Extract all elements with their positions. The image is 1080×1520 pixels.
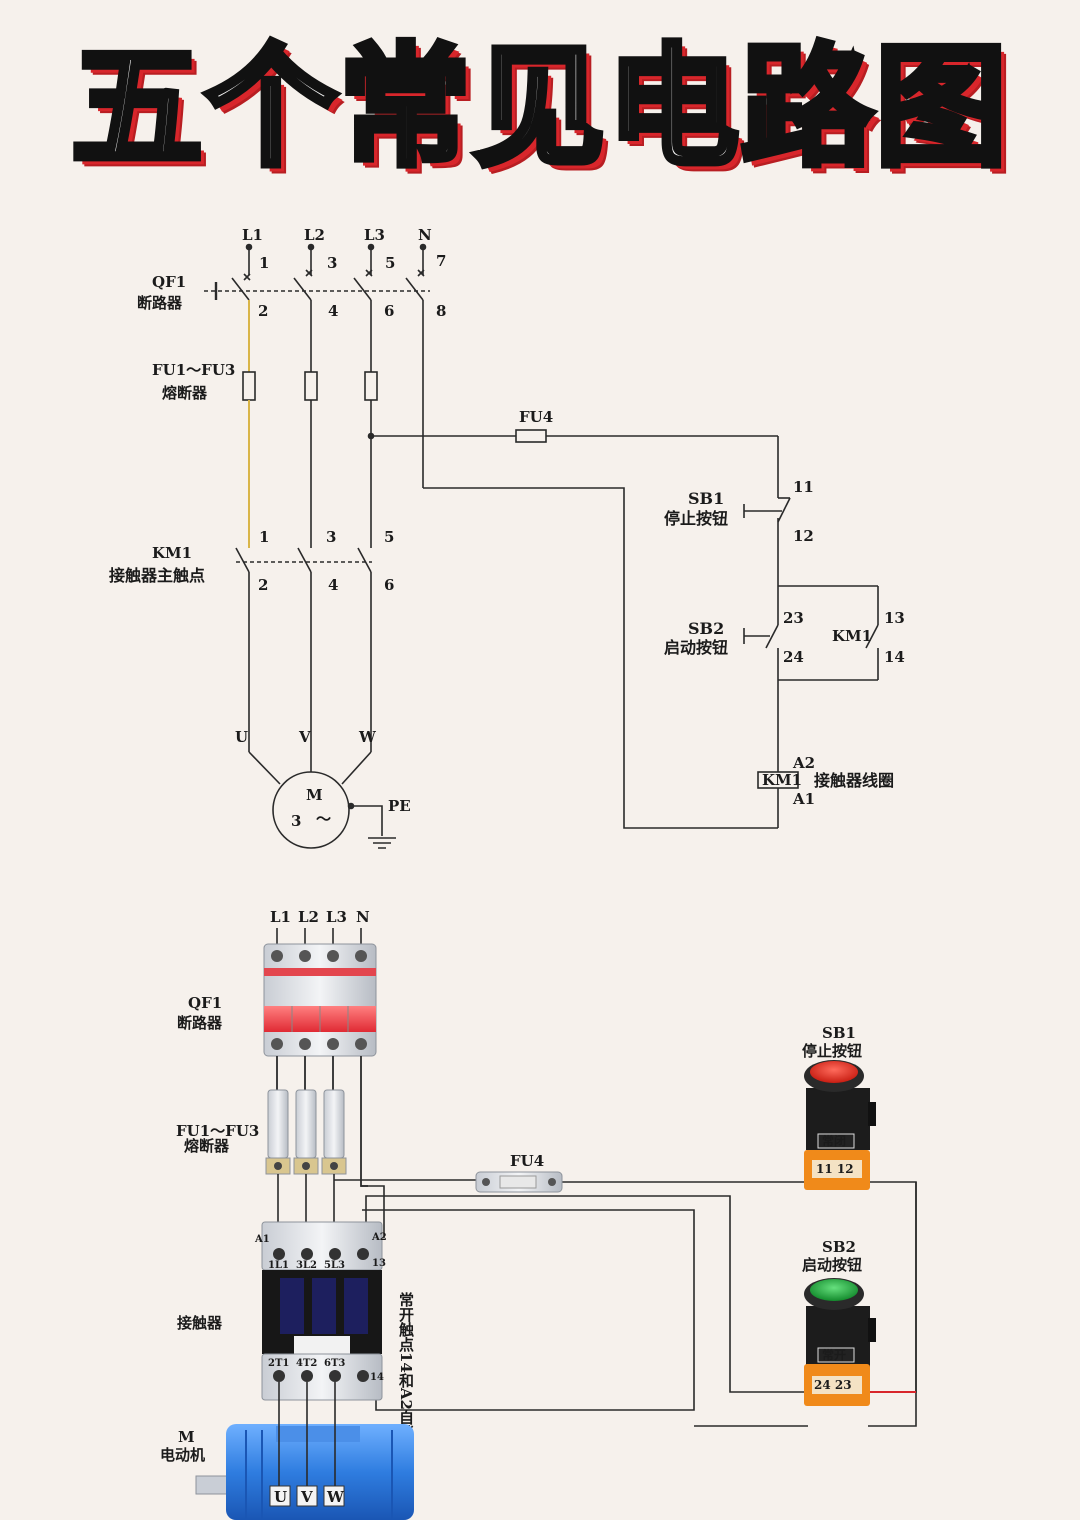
sb2-code: SB2	[688, 619, 724, 638]
coil-a1: A1	[792, 790, 815, 808]
contactor-a1: A1	[254, 1234, 270, 1245]
motor-v: V	[298, 728, 311, 746]
contactor-6t3: 6T3	[324, 1358, 345, 1369]
fuse-fu2	[304, 371, 318, 401]
ground-icon	[368, 837, 396, 849]
sb1-terminals: 11 12	[816, 1162, 854, 1176]
km1-name: 接触器主触点	[109, 566, 205, 585]
sb1-badge: 常闭	[822, 1133, 846, 1148]
fuse-holders	[265, 1089, 347, 1175]
wiring-breaker-code: QF1	[188, 994, 222, 1012]
km1-aux-code: KM1	[832, 627, 872, 645]
wiring-fu4-label: FU4	[510, 1152, 544, 1170]
motor-ac: ～	[316, 810, 331, 828]
motor-symbol	[272, 771, 350, 849]
motor-phase: 3	[291, 812, 301, 830]
fu4-label: FU4	[519, 408, 553, 426]
km1-in-5: 5	[384, 528, 394, 546]
wiring-fuses-name: 熔断器	[184, 1137, 230, 1155]
fuse-fu4	[515, 429, 547, 443]
start-button-device	[804, 1278, 876, 1406]
sb2-terminals: 24 23	[814, 1378, 852, 1392]
km1-aux-t14: 14	[884, 648, 905, 666]
wiring-sb2-name: 启动按钮	[802, 1256, 862, 1274]
km1-aux-t13: 13	[884, 609, 905, 627]
label-l2: L2	[304, 226, 325, 244]
breaker-device	[263, 943, 377, 1057]
contactor-13: 13	[372, 1258, 386, 1269]
wiring-motor-u: U	[274, 1488, 287, 1506]
terminal-8: 8	[436, 302, 446, 320]
wiring-label-n: N	[356, 908, 370, 926]
sb2-t23: 23	[783, 609, 804, 627]
sb1-code: SB1	[688, 489, 724, 508]
wiring-label-l1: L1	[270, 908, 291, 926]
wiring-label-l2: L2	[298, 908, 319, 926]
km1-in-3: 3	[326, 528, 336, 546]
motor-pe: PE	[388, 797, 411, 815]
sb1-t11: 11	[793, 478, 814, 496]
km1-out-2: 2	[258, 576, 268, 594]
motor-w: W	[358, 728, 377, 746]
coil-code: KM1	[762, 771, 802, 789]
wiring-sb1-code: SB1	[822, 1024, 856, 1042]
wiring-diagram: L1 L2 L3 N QF1 断路器	[160, 908, 917, 1520]
fuses-name: 熔断器	[162, 384, 208, 402]
wiring-sb2-code: SB2	[822, 1238, 856, 1256]
coil-a2: A2	[792, 754, 815, 772]
km1-out-6: 6	[384, 576, 394, 594]
fuses-code: FU1～FU3	[152, 361, 235, 379]
wiring-motor-v: V	[300, 1488, 313, 1506]
breaker-code: QF1	[152, 273, 186, 291]
contactor-device	[261, 1221, 383, 1401]
sb2-name: 启动按钮	[664, 638, 728, 657]
sb1-name: 停止按钮	[664, 509, 728, 528]
label-n: N	[418, 226, 432, 244]
wiring-fuses-code: FU1～FU3	[176, 1122, 259, 1140]
terminal-4: 4	[328, 302, 338, 320]
km1-in-1: 1	[259, 528, 269, 546]
sb2-badge: 常开	[822, 1347, 846, 1362]
fuse-fu4-device	[475, 1171, 563, 1193]
contactor-14: 14	[370, 1372, 384, 1383]
fuse-fu1	[242, 371, 256, 401]
breaker-switches	[231, 269, 425, 301]
wiring-motor-w: W	[326, 1488, 345, 1506]
contactor-4t2: 4T2	[296, 1358, 317, 1369]
terminal-7: 7	[436, 252, 446, 270]
km1-out-4: 4	[328, 576, 338, 594]
contactor-2t1: 2T1	[268, 1358, 289, 1369]
contactor-1l1: 1L1	[268, 1260, 289, 1271]
wiring-contactor-name: 接触器	[177, 1314, 223, 1332]
contactor-5l3: 5L3	[324, 1260, 345, 1271]
breaker-name: 断路器	[137, 294, 183, 312]
stop-button-device	[804, 1060, 876, 1190]
wiring-label-l3: L3	[326, 908, 347, 926]
page-title: 五个常见电路图	[68, 28, 1010, 188]
fuse-fu3	[364, 371, 378, 401]
terminal-2: 2	[258, 302, 268, 320]
wiring-motor-code: M	[178, 1428, 195, 1446]
terminal-6: 6	[384, 302, 394, 320]
sb2-t24: 24	[783, 648, 804, 666]
self-lock-note: 常开触点14和A2自锁	[397, 1291, 415, 1441]
motor-u: U	[235, 728, 248, 746]
wiring-breaker-name: 断路器	[177, 1014, 223, 1032]
sb1-t12: 12	[793, 527, 814, 545]
wiring-motor-name: 电动机	[160, 1446, 205, 1464]
motor-m: M	[306, 786, 323, 804]
label-l1: L1	[242, 226, 263, 244]
wiring-sb1-name: 停止按钮	[802, 1042, 862, 1060]
terminal-1: 1	[259, 254, 269, 272]
terminal-3: 3	[327, 254, 337, 272]
contactor-3l2: 3L2	[296, 1260, 317, 1271]
coil-name: 接触器线圈	[814, 771, 894, 790]
schematic-diagram: L1 L2 L3 N 1 3 5 7 QF1 断路器 2 4	[109, 226, 905, 849]
contactor-a2: A2	[371, 1232, 387, 1243]
motor-device	[195, 1424, 414, 1520]
terminal-5: 5	[385, 254, 395, 272]
label-l3: L3	[364, 226, 385, 244]
km1-code: KM1	[152, 544, 192, 562]
